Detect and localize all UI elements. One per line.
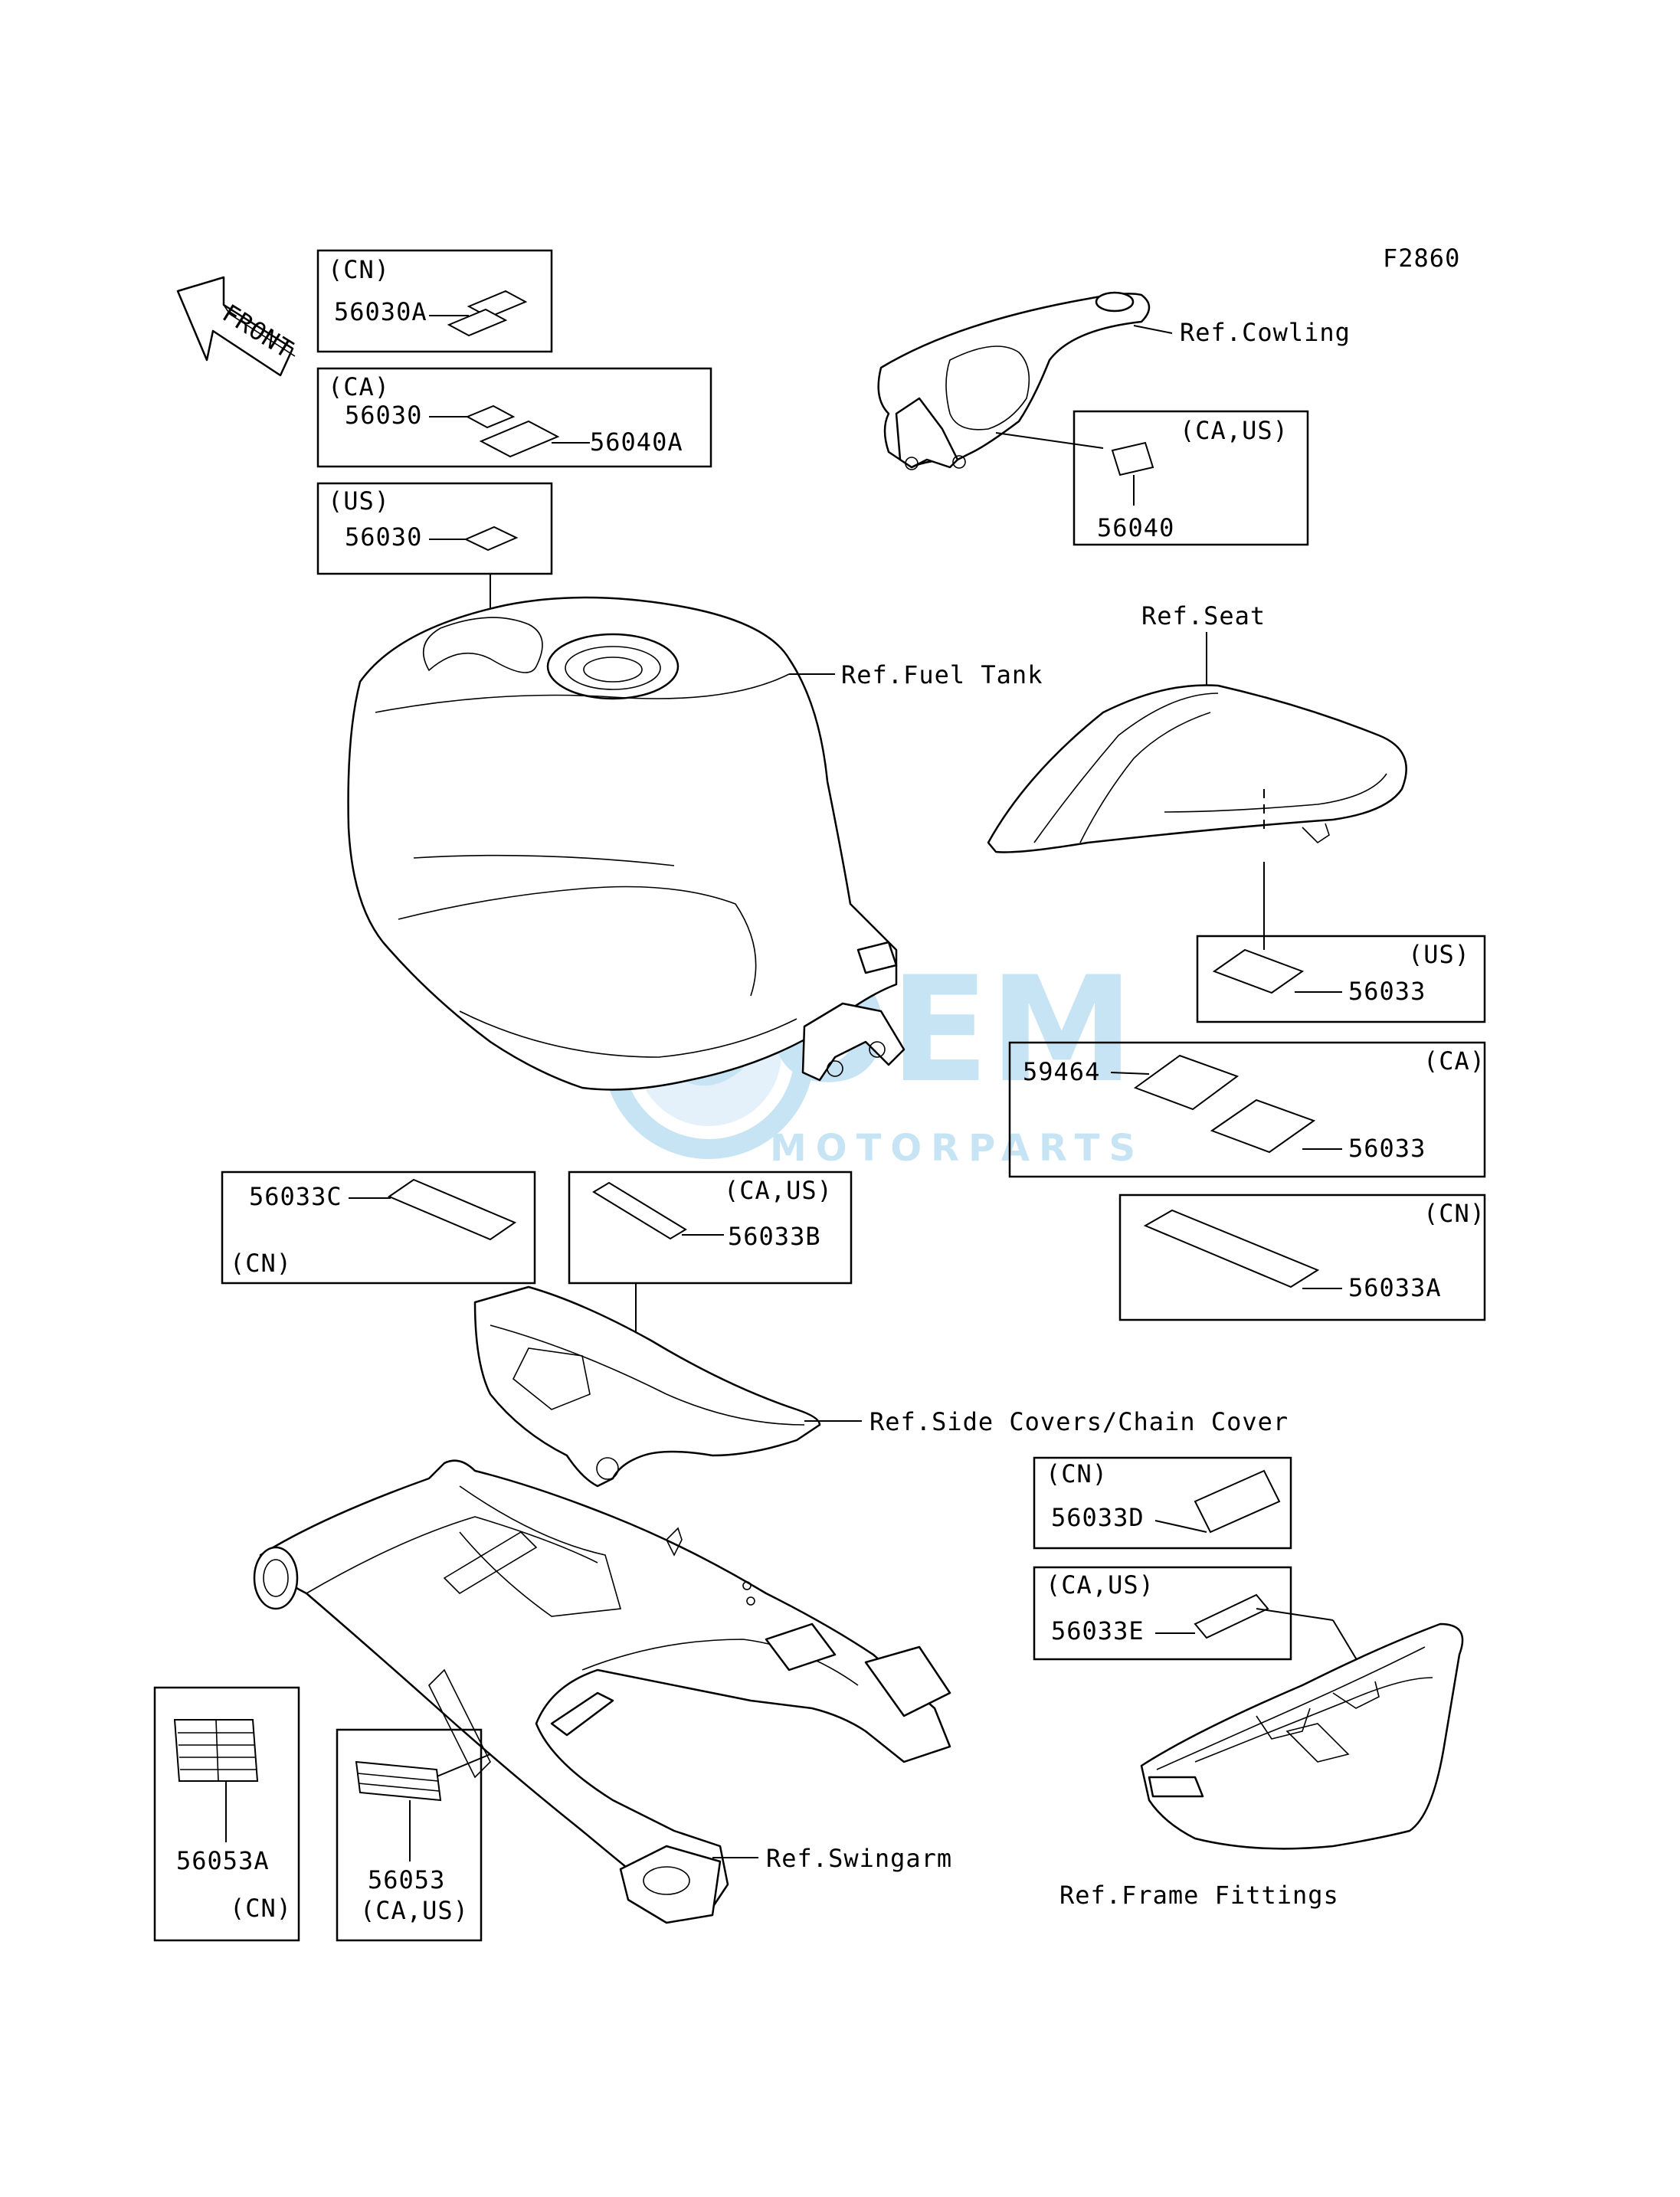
region-label: (CN)	[230, 1894, 292, 1923]
reflector-decal-icon	[173, 1719, 259, 1782]
ref-frame-fittings: Ref.Frame Fittings	[1059, 1881, 1339, 1910]
leader-56040	[995, 432, 1104, 449]
ref-swingarm: Ref.Swingarm	[766, 1844, 952, 1873]
box-cn-56030a: (CN) 56030A	[316, 249, 553, 353]
region-label: (US)	[1408, 940, 1470, 969]
part-number: 56033	[1348, 977, 1426, 1006]
part-number: 59464	[1023, 1057, 1100, 1086]
ref-seat: Ref.Seat	[1141, 601, 1266, 630]
part-number: 56040	[1097, 513, 1174, 542]
box-caus-56053: 56053 (CA,US)	[336, 1728, 483, 1942]
region-label: (CN)	[230, 1249, 292, 1278]
seat	[987, 684, 1407, 853]
box-caus-56033e: (CA,US) 56033E	[1033, 1566, 1292, 1661]
front-arrow-icon: FRONT	[176, 276, 299, 377]
part-number: 56033E	[1051, 1616, 1145, 1645]
region-label: (CA)	[1423, 1046, 1485, 1076]
ref-side-covers: Ref.Side Covers/Chain Cover	[869, 1407, 1289, 1436]
box-us-56033: (US) 56033	[1196, 935, 1486, 1023]
leader-cowling	[1133, 325, 1173, 334]
part-number: 56030	[345, 522, 422, 552]
ref-cowling: Ref.Cowling	[1180, 318, 1351, 347]
part-number: 56033B	[728, 1222, 821, 1251]
box-caus-56040: (CA,US) 56040	[1073, 410, 1309, 546]
box-cn-56033a: (CN) 56033A	[1118, 1193, 1486, 1321]
ref-fuel-tank: Ref.Fuel Tank	[841, 660, 1043, 689]
region-label: (CA,US)	[1180, 416, 1289, 445]
frame-fittings	[1140, 1622, 1464, 1850]
swingarm	[253, 1459, 951, 1924]
box-ca-59464: (CA) 59464 56033	[1008, 1041, 1486, 1178]
leader-56033e	[1256, 1608, 1334, 1621]
region-label: (CN)	[328, 255, 390, 284]
part-number: 56033	[1348, 1134, 1426, 1163]
region-label: (US)	[328, 486, 390, 516]
cowling	[877, 291, 1151, 470]
figure-code: F2860	[1383, 244, 1460, 273]
region-label: (CA,US)	[1046, 1570, 1154, 1599]
part-number: 56030A	[334, 297, 427, 326]
fuel-tank	[347, 596, 905, 1091]
box-cn-56053a: 56053A (CN)	[153, 1686, 300, 1942]
part-number: 56053	[368, 1865, 445, 1894]
box-cn-56033d: (CN) 56033D	[1033, 1456, 1292, 1550]
watermark-sub: MOTORPARTS	[770, 1127, 1145, 1170]
side-cover	[473, 1285, 821, 1488]
box-ca-56030: (CA) 56030 56040A	[316, 367, 712, 468]
region-label: (CA)	[328, 372, 390, 401]
part-number: 56033A	[1348, 1273, 1442, 1302]
part-number: 56030	[345, 401, 422, 430]
part-number: 56040A	[590, 427, 683, 457]
region-label: (CN)	[1423, 1199, 1485, 1228]
box-us-56030: (US) 56030	[316, 482, 553, 575]
part-number: 56053A	[176, 1846, 270, 1875]
reflector-decal-icon	[355, 1760, 442, 1802]
part-number: 56033C	[249, 1182, 342, 1211]
box-caus-56033b: (CA,US) 56033B	[568, 1171, 853, 1285]
region-label: (CN)	[1046, 1459, 1108, 1488]
region-label: (CA,US)	[724, 1176, 833, 1205]
box-cn-56033c: 56033C (CN)	[221, 1171, 536, 1285]
region-label: (CA,US)	[360, 1896, 469, 1925]
part-number: 56033D	[1051, 1503, 1145, 1532]
